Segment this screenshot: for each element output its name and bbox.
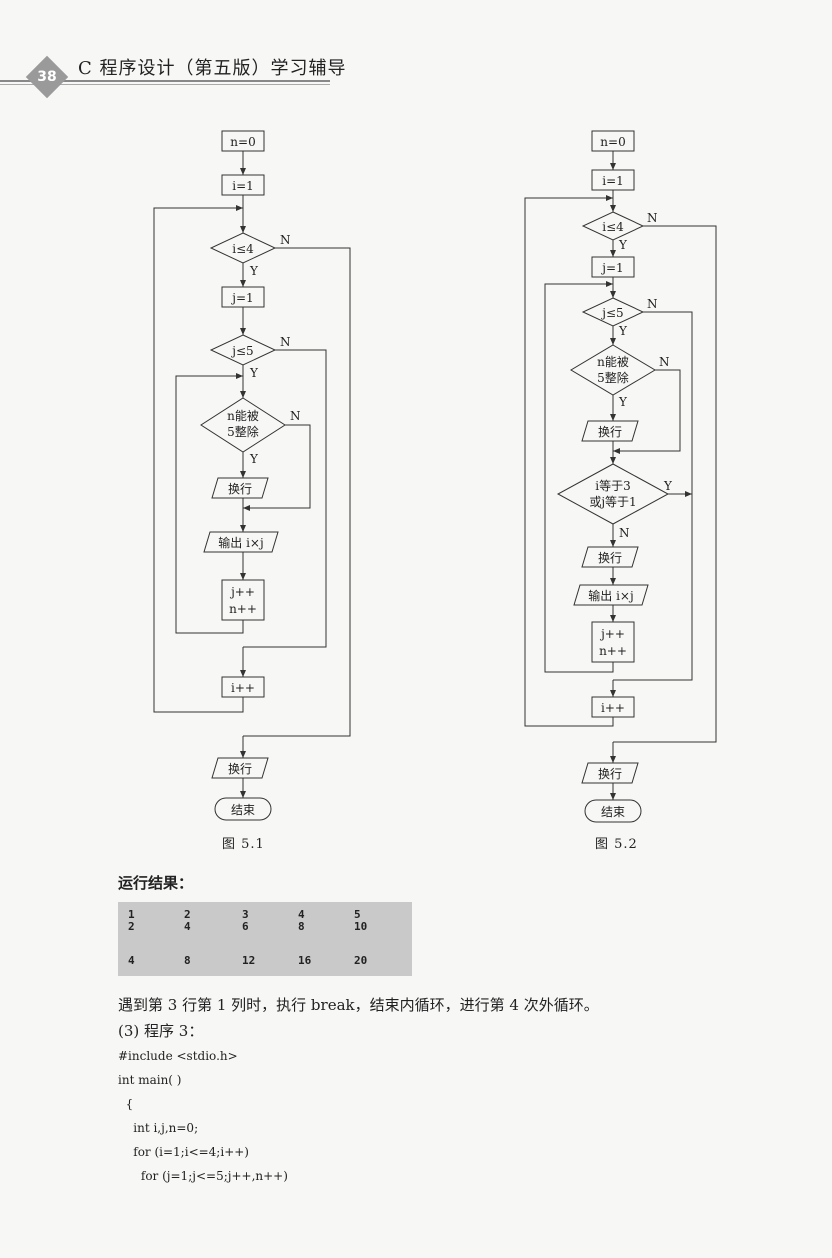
fig2-io-output — [573, 584, 649, 606]
fig2-label-n2: N — [647, 297, 658, 311]
code-line: int i,j,n=0; — [118, 1121, 199, 1135]
fig2-terminal-end — [584, 799, 642, 823]
fig2-text-newline-end: 换行 — [598, 767, 622, 781]
code-line: #include <stdio.h> — [118, 1049, 238, 1063]
result-cell: 12 — [242, 954, 256, 967]
fig1-io-output — [203, 531, 279, 553]
fig1-text-inc-i: i++ — [231, 681, 255, 695]
fig1-label-n2: N — [280, 335, 291, 349]
fig2-caption: 图 5.2 — [595, 837, 638, 852]
fig2-text-n0: n=0 — [600, 135, 625, 149]
program-heading: (3) 程序 3： — [118, 1022, 204, 1040]
fig2-label-y2: Y — [618, 324, 628, 338]
result-cell: 6 — [242, 920, 249, 933]
fig2-text-inc2: n++ — [599, 644, 627, 658]
header-rule-thin — [0, 84, 330, 85]
header-rule — [0, 80, 330, 82]
fig2-text-cond-ij2: 或j等于1 — [589, 495, 636, 509]
result-cell: 8 — [184, 954, 191, 967]
fig1-label-n3: N — [290, 409, 301, 423]
result-cell: 4 — [128, 954, 135, 967]
fig1-text-inc2: n++ — [229, 602, 257, 616]
code-line: for (j=1;j<=5;j++,n++) — [118, 1169, 288, 1183]
fig2-io-newline — [581, 420, 639, 442]
fig1-caption: 图 5.1 — [222, 837, 265, 852]
result-cell: 20 — [354, 954, 368, 967]
fig2-label-n4: N — [619, 526, 630, 540]
fig1-label-y3: Y — [249, 452, 259, 466]
fig2-label-y4: Y — [663, 479, 673, 493]
fig1-text-cond-n2: 5整除 — [227, 424, 259, 439]
fig2-text-output: 输出 i×j — [588, 588, 633, 603]
fig2-label-y1: Y — [618, 238, 628, 252]
fig2-text-inc-i: i++ — [601, 701, 625, 715]
fig2-diamond-ij — [556, 463, 670, 525]
running-title: C 程序设计（第五版）学习辅导 — [78, 58, 347, 79]
fig2-label-y3: Y — [618, 395, 628, 409]
fig1-text-cond-i: i≤4 — [232, 242, 254, 256]
fig2-label-n1: N — [647, 211, 658, 225]
fig1-text-newline-end: 换行 — [228, 762, 252, 776]
result-cell: 8 — [298, 920, 305, 933]
fig2-diamond-n — [570, 344, 656, 396]
fig2-io-newline2 — [581, 546, 639, 568]
code-line: int main( ) — [118, 1073, 182, 1087]
fig1-text-cond-j: j≤5 — [230, 344, 253, 358]
fig2-text-j1: j=1 — [600, 261, 623, 275]
fig1-label-y2: Y — [249, 366, 259, 380]
result-cell: 5 — [354, 908, 361, 921]
result-cell: 2 — [128, 920, 135, 933]
result-cell: 4 — [298, 908, 305, 921]
fig2-io-newline-end — [581, 762, 639, 784]
result-cell: 16 — [298, 954, 312, 967]
fig1-label-y1: Y — [249, 264, 259, 278]
fig2-text-cond-n2: 5整除 — [597, 370, 629, 385]
fig2-text-cond-n1: n能被 — [597, 355, 629, 369]
fig2-text-cond-ij1: i等于3 — [595, 479, 630, 493]
fig1-io-newline-end — [211, 757, 269, 779]
fig2-text-newline: 换行 — [598, 425, 622, 439]
fig2-text-i1: i=1 — [602, 174, 624, 188]
fig1-text-newline: 换行 — [228, 482, 252, 496]
result-cell: 1 — [128, 908, 135, 921]
code-line: for (i=1;i<=4;i++) — [118, 1145, 249, 1159]
code-line: { — [118, 1097, 134, 1111]
fig2-label-n3: N — [659, 355, 670, 369]
result-heading: 运行结果： — [118, 874, 194, 892]
fig2-text-cond-i: i≤4 — [602, 220, 624, 234]
fig1-text-end: 结束 — [231, 803, 255, 817]
result-cell: 2 — [184, 908, 191, 921]
explanation-text: 遇到第 3 行第 1 列时，执行 break，结束内循环，进行第 4 次外循环。 — [118, 996, 599, 1014]
fig1-terminal-end — [214, 797, 272, 821]
fig1-io-newline — [211, 477, 269, 499]
flowcharts: n=0 i=1 i≤4 j=1 j≤5 n能被 5整除 换行 输出 i×j j+… — [153, 130, 717, 823]
fig2-text-newline2: 换行 — [598, 551, 622, 565]
result-cell: 3 — [242, 908, 249, 921]
fig2-text-cond-j: j≤5 — [600, 306, 623, 320]
fig1-text-j1: j=1 — [230, 291, 253, 305]
fig1-text-i1: i=1 — [232, 179, 254, 193]
fig1-label-n1: N — [280, 233, 291, 247]
fig2-text-end: 结束 — [601, 805, 625, 819]
result-cell: 4 — [184, 920, 191, 933]
result-cell: 10 — [354, 920, 368, 933]
fig1-text-n0: n=0 — [230, 135, 255, 149]
fig1-text-cond-n1: n能被 — [227, 409, 259, 423]
fig2-text-inc1: j++ — [599, 627, 625, 641]
fig1-text-inc1: j++ — [229, 585, 255, 599]
fig1-text-output: 输出 i×j — [218, 535, 263, 550]
result-output: 1 2 3 4 5 2 4 6 8 10 4 8 12 16 20 — [118, 902, 412, 976]
